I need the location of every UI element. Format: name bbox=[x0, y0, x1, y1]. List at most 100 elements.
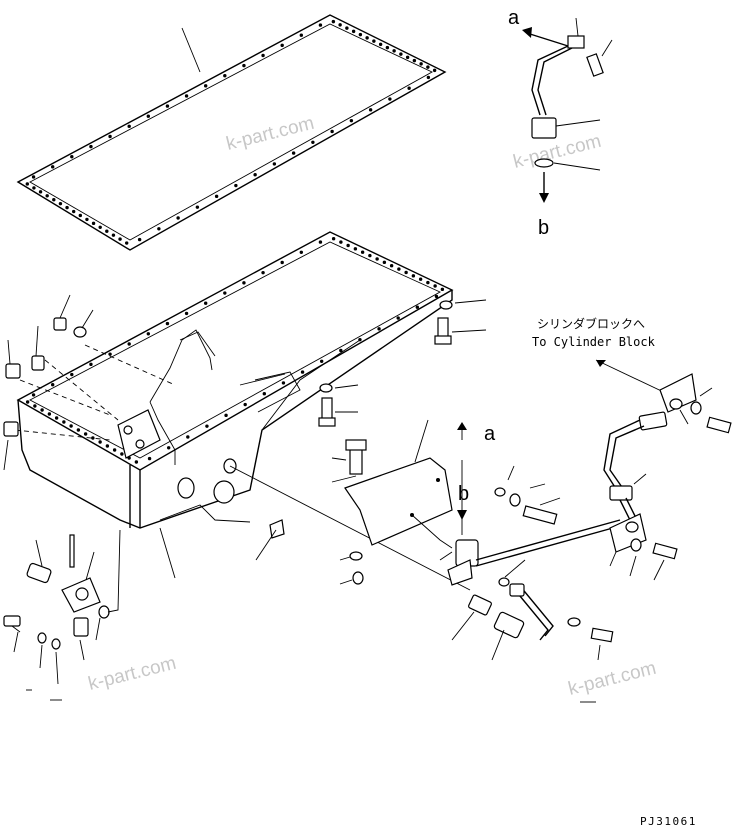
bolt-hole bbox=[50, 383, 55, 387]
bolt-hole bbox=[184, 311, 189, 316]
leader-line bbox=[181, 27, 201, 73]
bolt-hole bbox=[242, 63, 246, 68]
bolt-hole bbox=[165, 104, 170, 108]
bolt-hole bbox=[203, 301, 208, 305]
bolt-hole bbox=[120, 452, 124, 456]
bolt-hole bbox=[40, 408, 44, 412]
bolt-hole bbox=[346, 243, 350, 248]
bolt-hole bbox=[331, 19, 336, 24]
bolt-hole bbox=[186, 435, 190, 439]
bolt-hole bbox=[58, 201, 63, 206]
bolt-hole bbox=[291, 151, 296, 155]
watermark: k-part.com bbox=[511, 131, 603, 173]
drawing-code: PJ31061 bbox=[640, 815, 697, 828]
bolt-hole bbox=[195, 205, 200, 209]
bolt-hole bbox=[311, 140, 315, 144]
bolt-hole bbox=[70, 372, 74, 377]
bolt-hole bbox=[243, 402, 247, 407]
bolt-hole bbox=[411, 274, 416, 278]
bolt-hole bbox=[368, 108, 373, 112]
bolt-hole bbox=[405, 55, 410, 60]
bolt-hole bbox=[360, 250, 365, 254]
bolt-hole bbox=[375, 257, 379, 261]
destination-note-jp: シリンダブロックへ bbox=[537, 316, 645, 331]
bolt-hole bbox=[349, 118, 354, 123]
bolt-hole bbox=[98, 225, 102, 229]
bolt-hole bbox=[50, 165, 55, 169]
bolt-hole bbox=[176, 216, 180, 220]
arrow-label-b: b bbox=[458, 483, 469, 505]
hidden-lines bbox=[14, 344, 176, 441]
bolt-hole bbox=[372, 39, 376, 43]
bolt-hole bbox=[433, 284, 437, 288]
bolt-hole bbox=[134, 460, 139, 464]
bolt-hole bbox=[280, 43, 284, 48]
bolt-hole bbox=[419, 62, 423, 66]
oil-pan-gasket bbox=[16, 14, 447, 251]
bolt-hole bbox=[105, 444, 110, 448]
bolt-hole bbox=[407, 86, 411, 90]
bolt-hole bbox=[389, 263, 394, 268]
pan-flange-bolt-holes bbox=[25, 236, 445, 464]
bolt-hole bbox=[434, 294, 439, 299]
bolt-hole bbox=[89, 144, 93, 149]
bolt-hole bbox=[85, 217, 89, 222]
bolt-hole bbox=[224, 413, 228, 418]
bolt-hole bbox=[38, 190, 43, 194]
arrow-label-a: a bbox=[484, 423, 496, 445]
bolt-hole bbox=[147, 456, 152, 461]
arrow-label-b: b bbox=[538, 217, 549, 239]
bolt-hole bbox=[318, 240, 323, 244]
bolt-hole bbox=[127, 342, 131, 346]
watermark-group: k-part.com k-part.com k-part.com k-part.… bbox=[86, 113, 658, 700]
bolt-hole bbox=[223, 73, 227, 78]
lower-left-sensor-assembly bbox=[3, 529, 121, 685]
bolt-hole bbox=[166, 446, 171, 450]
bolt-hole bbox=[378, 42, 383, 47]
bolt-hole bbox=[165, 321, 170, 326]
bolt-hole bbox=[299, 33, 304, 37]
bolt-hole bbox=[397, 267, 401, 271]
bolt-hole bbox=[426, 65, 430, 69]
bolt-hole bbox=[339, 348, 343, 353]
bolt-hole bbox=[127, 456, 131, 460]
bolt-hole bbox=[223, 291, 227, 295]
oil-pan-body bbox=[16, 231, 454, 529]
bolt-hole bbox=[31, 393, 36, 397]
bolt-hole bbox=[418, 277, 423, 281]
bolt-hole bbox=[281, 381, 286, 385]
bolt-hole bbox=[105, 229, 109, 233]
right-bolt-group bbox=[494, 465, 561, 525]
bolt-hole bbox=[83, 432, 88, 436]
bolt-hole bbox=[280, 260, 284, 265]
bolt-hole bbox=[25, 182, 30, 186]
bolt-hole bbox=[382, 260, 387, 265]
bolt-hole bbox=[45, 194, 49, 198]
bolt-hole bbox=[118, 237, 122, 241]
bolt-hole bbox=[331, 236, 336, 241]
watermark: k-part.com bbox=[224, 113, 316, 155]
bolt-hole bbox=[108, 352, 112, 356]
bolt-hole bbox=[137, 237, 142, 242]
cylinder-block-pipe: シリンダブロックへ To Cylinder Block bbox=[532, 316, 732, 581]
drain-plug-parts bbox=[177, 458, 471, 591]
bolt-hole bbox=[112, 448, 117, 452]
gasket-bolt-holes bbox=[25, 19, 437, 245]
bolt-hole bbox=[234, 183, 238, 188]
bolt-hole bbox=[205, 424, 209, 428]
bracket-and-pipe: a b bbox=[331, 419, 621, 586]
bolt-hole bbox=[412, 58, 417, 63]
bolt-hole bbox=[261, 53, 265, 58]
bolt-hole bbox=[351, 29, 356, 34]
arrow-label-a: a bbox=[508, 7, 520, 29]
bolt-hole bbox=[432, 68, 437, 73]
bolt-hole bbox=[365, 36, 369, 40]
bolt-hole bbox=[91, 436, 95, 440]
destination-note-en: To Cylinder Block bbox=[532, 335, 656, 349]
bolt-hole bbox=[385, 45, 390, 50]
bolt-hole bbox=[440, 287, 445, 292]
bolt-hole bbox=[91, 221, 96, 226]
bolt-hole bbox=[368, 253, 372, 258]
bolt-hole bbox=[339, 240, 343, 244]
bolt-hole bbox=[404, 270, 408, 275]
